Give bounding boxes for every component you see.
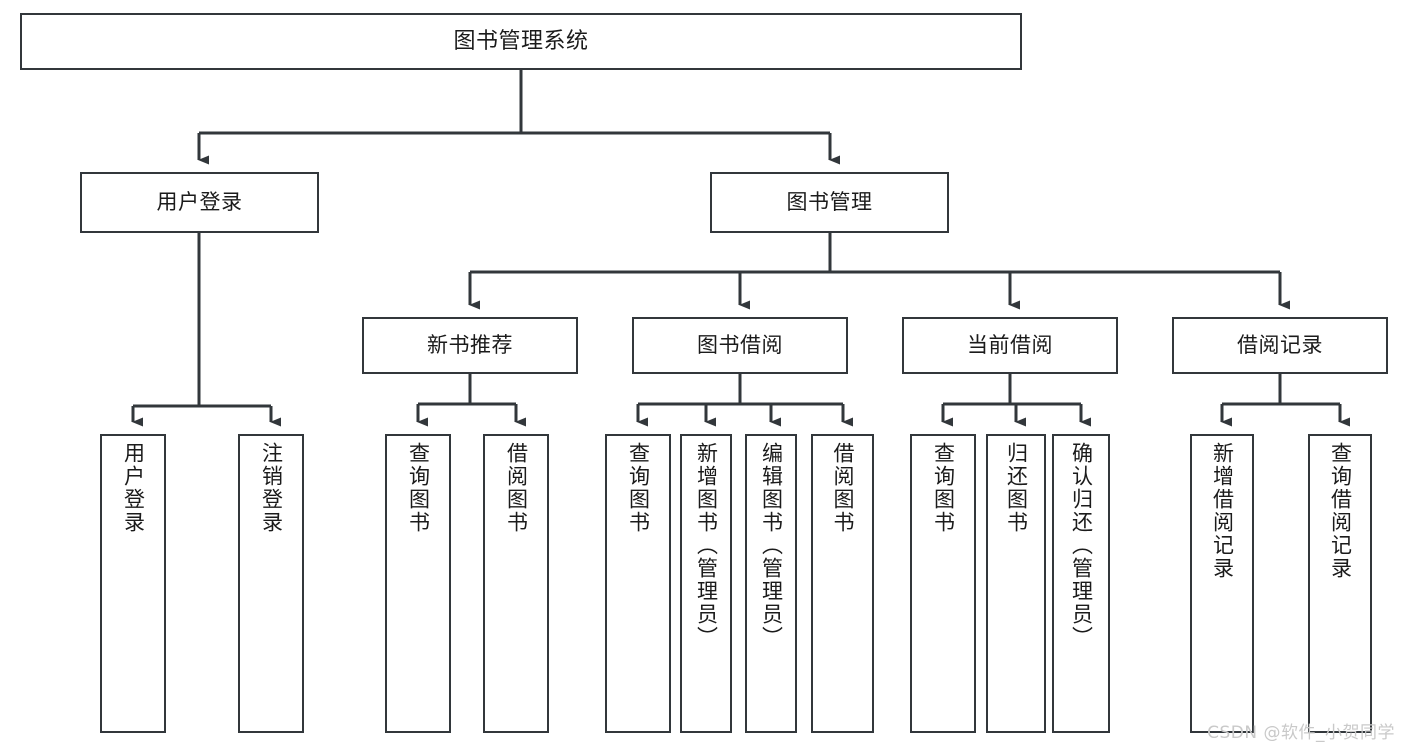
node-leaf-query-book-new[interactable]: 查询图书 (385, 434, 451, 733)
node-label: 图书管理 (786, 190, 873, 215)
node-label: 归还图书 (1004, 442, 1029, 534)
node-leaf-return-book[interactable]: 归还图书 (986, 434, 1046, 733)
node-leaf-add-borrow-record[interactable]: 新增借阅记录 (1190, 434, 1254, 733)
node-leaf-confirm-return-admin[interactable]: 确认归还（管理员） (1052, 434, 1110, 733)
node-leaf-borrow-book-new[interactable]: 借阅图书 (483, 434, 549, 733)
node-label: 新增图书（管理员） (694, 442, 719, 649)
node-current-borrowing[interactable]: 当前借阅 (902, 317, 1118, 374)
watermark: CSDN @软件_小贺同学 (1207, 723, 1395, 743)
node-label: 借阅记录 (1237, 333, 1323, 358)
node-leaf-borrow-book[interactable]: 借阅图书 (811, 434, 874, 733)
node-label: 新增借阅记录 (1210, 442, 1235, 580)
node-label: 当前借阅 (967, 333, 1053, 358)
node-label: 用户登录 (121, 442, 146, 534)
node-leaf-query-borrow-record[interactable]: 查询借阅记录 (1308, 434, 1372, 733)
node-label: 查询图书 (931, 442, 956, 534)
node-label: 查询图书 (406, 442, 431, 534)
node-label: 借阅图书 (504, 442, 529, 534)
node-leaf-query-book-borrow[interactable]: 查询图书 (605, 434, 671, 733)
node-leaf-edit-book-admin[interactable]: 编辑图书（管理员） (745, 434, 797, 733)
node-label: 图书管理系统 (453, 28, 589, 54)
node-label: 用户登录 (156, 190, 243, 215)
node-label: 注销登录 (259, 442, 284, 534)
node-label: 借阅图书 (831, 442, 855, 534)
node-label: 确认归还（管理员） (1069, 442, 1094, 649)
node-book-management[interactable]: 图书管理 (710, 172, 949, 233)
node-label: 编辑图书（管理员） (759, 442, 784, 649)
node-leaf-user-login[interactable]: 用户登录 (100, 434, 166, 733)
node-leaf-add-book-admin[interactable]: 新增图书（管理员） (680, 434, 732, 733)
node-label: 查询借阅记录 (1328, 442, 1353, 580)
node-root-book-management-system[interactable]: 图书管理系统 (20, 13, 1022, 70)
node-label: 新书推荐 (427, 333, 513, 358)
node-leaf-logout[interactable]: 注销登录 (238, 434, 304, 733)
node-book-borrowing[interactable]: 图书借阅 (632, 317, 848, 374)
node-leaf-query-book-current[interactable]: 查询图书 (910, 434, 976, 733)
node-borrowing-record[interactable]: 借阅记录 (1172, 317, 1388, 374)
node-label: 查询图书 (626, 442, 651, 534)
node-label: 图书借阅 (697, 333, 783, 358)
node-new-book-recommendation[interactable]: 新书推荐 (362, 317, 578, 374)
node-user-login[interactable]: 用户登录 (80, 172, 319, 233)
